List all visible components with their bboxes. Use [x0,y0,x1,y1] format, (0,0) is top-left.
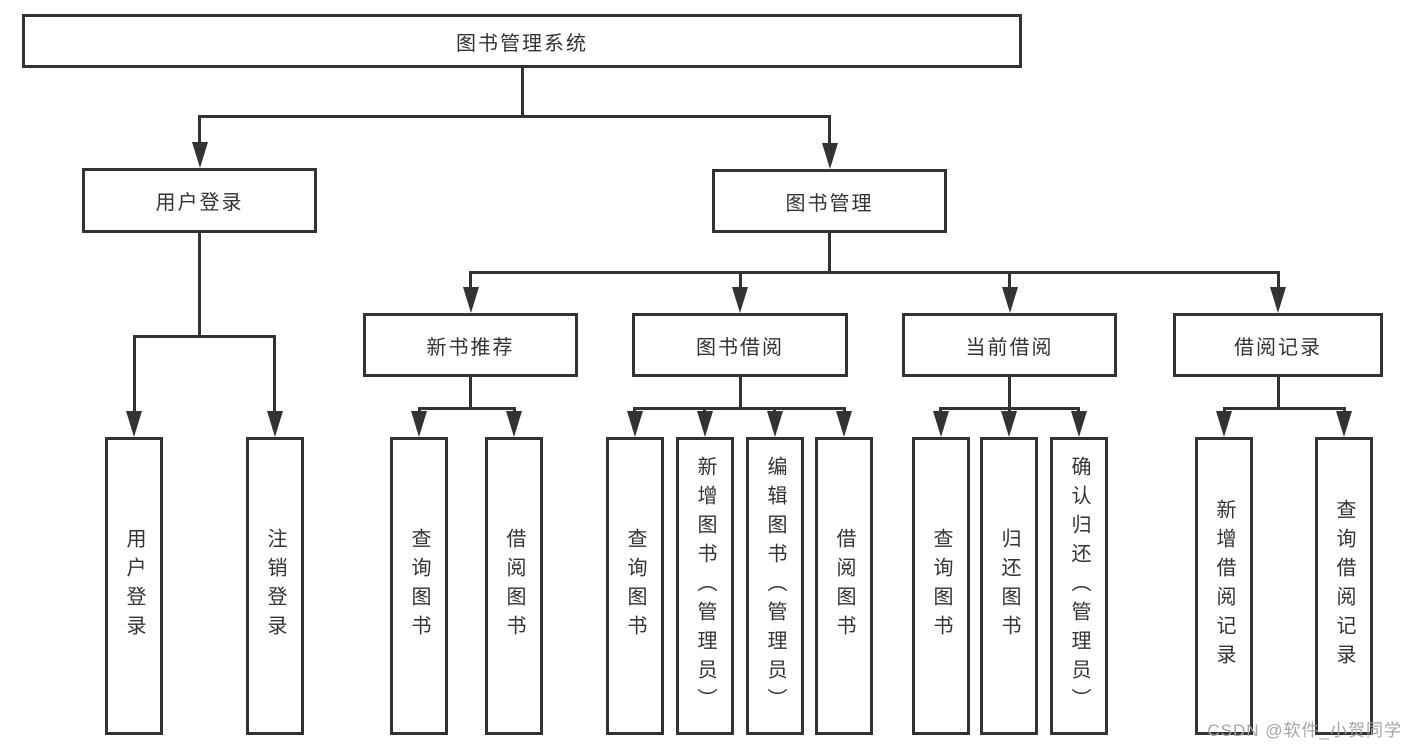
connector-line [198,115,831,118]
connector-line [1276,377,1280,410]
arrow-shaft [132,335,136,413]
arrowhead-down-icon [1070,411,1087,437]
arrow-shaft [842,407,846,413]
arrow-shaft [828,115,831,145]
connector-line [1222,407,1346,410]
connector-line [520,68,524,118]
connector-line [469,377,472,410]
arrow-shaft [1342,407,1346,413]
node-book-management-label: 图书管理 [785,192,874,215]
leaf-user-login: 用户登录 [105,437,163,735]
leaf-edit-book-admin: 编辑图书（管理员） [746,437,804,735]
node-root-label: 图书管理系统 [456,32,588,55]
arrow-shaft [1077,407,1080,413]
connector-line [198,233,201,338]
leaf-query-book-recommend: 查询图书 [390,437,448,735]
leaf-borrow-book-recommend-label: 借阅图书 [503,528,525,644]
leaf-return-book: 归还图书 [980,437,1038,735]
leaf-add-book-admin-label: 新增图书（管理员） [694,455,716,717]
leaf-user-login-label: 用户登录 [123,528,145,644]
leaf-query-book-current: 查询图书 [912,437,970,735]
arrow-shaft [633,407,636,413]
arrow-shaft [703,407,706,413]
arrow-shaft [417,407,421,413]
arrowhead-down-icon [191,142,208,168]
leaf-confirm-return-admin: 确认归还（管理员） [1050,437,1108,735]
node-book-management: 图书管理 [712,169,947,233]
arrow-shaft [512,407,516,413]
arrow-shaft [273,335,276,413]
arrowhead-down-icon [626,411,643,437]
arrowhead-down-icon [932,411,949,437]
connector-line [633,407,846,410]
leaf-query-book-borrow-label: 查询图书 [624,528,646,644]
arrowhead-down-icon [126,411,142,437]
arrowhead-down-icon [411,411,427,437]
leaf-logout: 注销登录 [246,437,304,735]
arrow-shaft [469,271,472,289]
arrowhead-down-icon [696,411,713,437]
arrowhead-down-icon [1336,411,1352,437]
node-current-borrow: 当前借阅 [902,313,1117,377]
leaf-add-book-admin: 新增图书（管理员） [676,437,734,735]
arrow-shaft [1222,407,1226,413]
leaf-add-borrow-record-label: 新增借阅记录 [1213,499,1235,673]
leaf-confirm-return-admin-label: 确认归还（管理员） [1068,455,1090,717]
leaf-logout-label: 注销登录 [264,528,286,644]
arrowhead-down-icon [266,411,283,437]
arrowhead-down-icon [732,287,748,313]
arrow-shaft [738,271,742,289]
node-new-book-recommend: 新书推荐 [363,313,578,377]
node-user-login: 用户登录 [82,168,317,233]
leaf-add-borrow-record: 新增借阅记录 [1195,437,1253,735]
connector-line [469,271,1280,274]
arrowhead-down-icon [836,411,852,437]
node-borrow-record: 借阅记录 [1173,313,1383,377]
arrowhead-down-icon [462,287,479,313]
arrowhead-down-icon [1270,287,1286,313]
leaf-return-book-label: 归还图书 [998,528,1020,644]
node-current-borrow-label: 当前借阅 [965,336,1054,359]
arrow-shaft [939,407,942,413]
arrow-shaft [773,407,776,413]
arrowhead-down-icon [821,143,838,169]
leaf-edit-book-admin-label: 编辑图书（管理员） [764,455,786,717]
arrowhead-down-icon [506,411,522,437]
leaf-borrow-book-borrow-label: 借阅图书 [833,528,855,644]
node-borrow-record-label: 借阅记录 [1234,336,1322,359]
leaf-query-borrow-record: 查询借阅记录 [1315,437,1373,735]
arrow-shaft [198,115,201,144]
arrowhead-down-icon [766,411,783,437]
leaf-borrow-book-recommend: 借阅图书 [485,437,543,735]
leaf-query-book-recommend-label: 查询图书 [408,528,430,644]
node-book-borrow-label: 图书借阅 [696,336,784,359]
watermark: CSDN @软件_小贺同学 [1207,721,1402,740]
node-user-login-label: 用户登录 [155,192,244,214]
connector-line [417,407,516,410]
arrow-shaft [1007,407,1011,413]
arrowhead-down-icon [1216,411,1232,437]
connector-line [132,335,276,338]
node-book-borrow: 图书借阅 [632,313,848,377]
connector-line [828,233,831,274]
leaf-query-book-current-label: 查询图书 [930,528,952,644]
leaf-borrow-book-borrow: 借阅图书 [815,437,873,735]
arrow-shaft [1008,271,1011,289]
connector-line [738,377,742,410]
connector-line [1008,377,1011,410]
leaf-query-book-borrow: 查询图书 [606,437,664,735]
arrowhead-down-icon [1001,287,1018,313]
arrowhead-down-icon [1001,411,1017,437]
node-new-book-recommend-label: 新书推荐 [426,336,515,359]
node-root: 图书管理系统 [22,14,1022,68]
leaf-query-borrow-record-label: 查询借阅记录 [1333,499,1355,673]
arrow-shaft [1276,271,1280,289]
